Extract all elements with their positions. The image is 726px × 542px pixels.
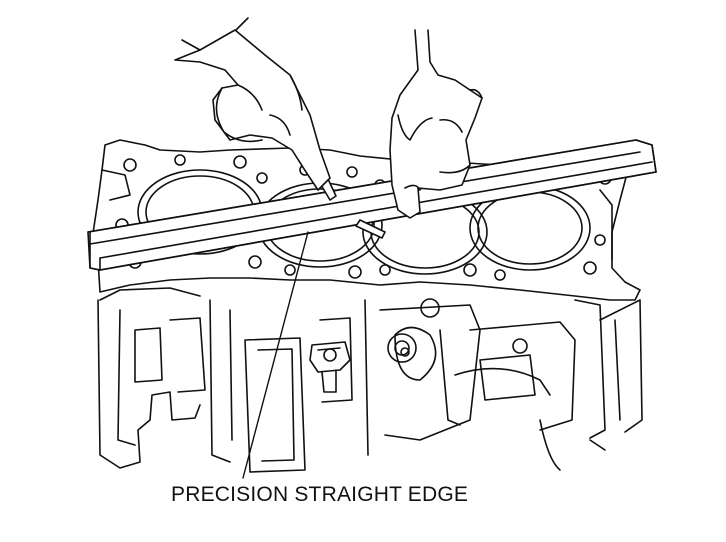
- right-hand: [389, 29, 483, 219]
- precision-straight-edge: [87, 139, 657, 271]
- left-hand: [174, 17, 331, 191]
- bolt-hole: [400, 347, 410, 357]
- bolt-fitting: [309, 341, 351, 393]
- callout-leader-line: [242, 231, 309, 479]
- bolt-hole: [512, 338, 528, 354]
- callout-label: PRECISION STRAIGHT EDGE: [171, 483, 469, 506]
- engine-block-body: [97, 287, 643, 473]
- bolt-hole: [420, 298, 440, 318]
